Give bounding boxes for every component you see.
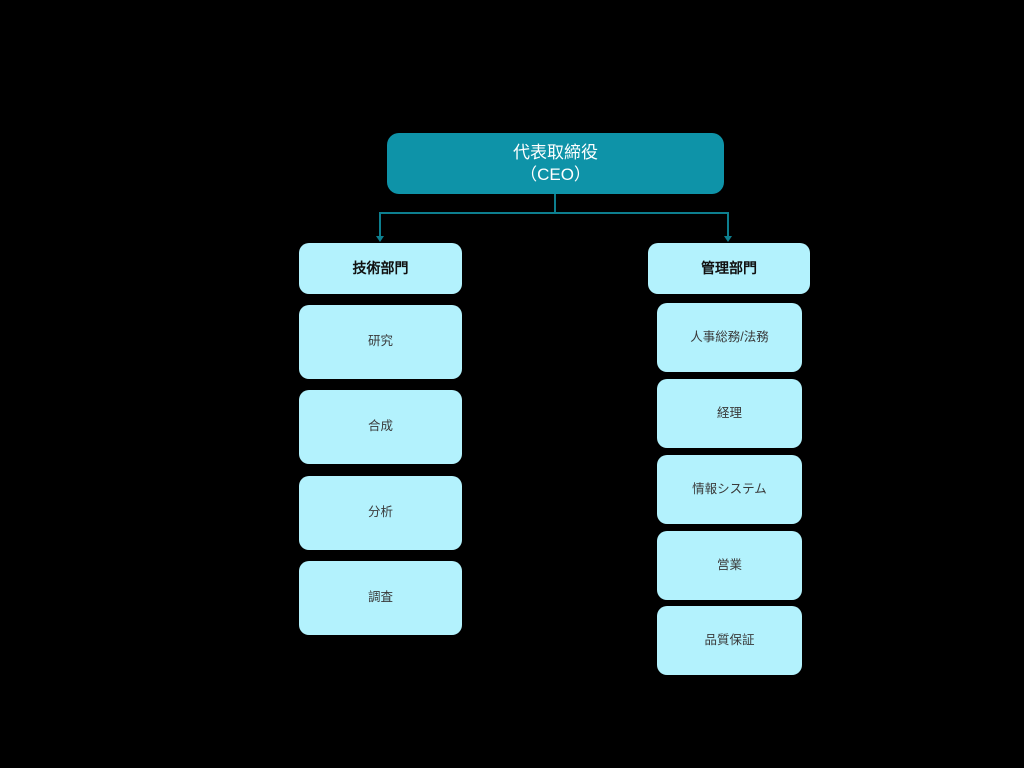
- org-node-engineering-child-0-label: 研究: [367, 334, 393, 349]
- org-node-dept-administration[interactable]: 管理部門: [648, 243, 810, 294]
- org-node-ceo[interactable]: 代表取締役 （CEO）: [387, 133, 724, 194]
- org-node-engineering-child-3-label: 調査: [367, 590, 393, 605]
- org-node-administration-child-1[interactable]: 経理: [657, 379, 802, 448]
- connector-ceo-stem: [554, 194, 556, 213]
- org-node-engineering-child-2[interactable]: 分析: [299, 476, 462, 550]
- org-node-dept-engineering-label: 技術部門: [352, 259, 409, 276]
- org-node-engineering-child-1[interactable]: 合成: [299, 390, 462, 464]
- org-node-administration-child-2-label: 情報システム: [692, 481, 767, 496]
- org-node-administration-child-0[interactable]: 人事総務/法務: [657, 303, 802, 372]
- org-node-engineering-child-0[interactable]: 研究: [299, 305, 462, 379]
- org-node-dept-administration-label: 管理部門: [701, 259, 757, 276]
- org-node-administration-child-1-label: 経理: [716, 405, 742, 420]
- org-node-engineering-child-1-label: 合成: [367, 419, 393, 434]
- arrow-icon-engineering: [376, 236, 384, 242]
- org-node-administration-child-4-label: 品質保証: [704, 632, 755, 647]
- org-node-administration-child-4[interactable]: 品質保証: [657, 606, 802, 675]
- org-node-ceo-label: 代表取締役 （CEO）: [513, 143, 598, 184]
- arrow-icon-administration: [724, 236, 732, 242]
- org-node-dept-engineering[interactable]: 技術部門: [299, 243, 462, 294]
- org-node-administration-child-3[interactable]: 営業: [657, 531, 802, 600]
- org-node-administration-child-3-label: 営業: [716, 557, 742, 572]
- org-node-administration-child-2[interactable]: 情報システム: [657, 455, 802, 524]
- org-node-engineering-child-3[interactable]: 調査: [299, 561, 462, 635]
- connector-drop-engineering: [379, 212, 381, 237]
- org-node-engineering-child-2-label: 分析: [367, 505, 393, 520]
- connector-drop-administration: [727, 212, 729, 237]
- connector-horizontal-bus: [379, 212, 729, 214]
- org-node-administration-child-0-label: 人事総務/法務: [690, 329, 769, 344]
